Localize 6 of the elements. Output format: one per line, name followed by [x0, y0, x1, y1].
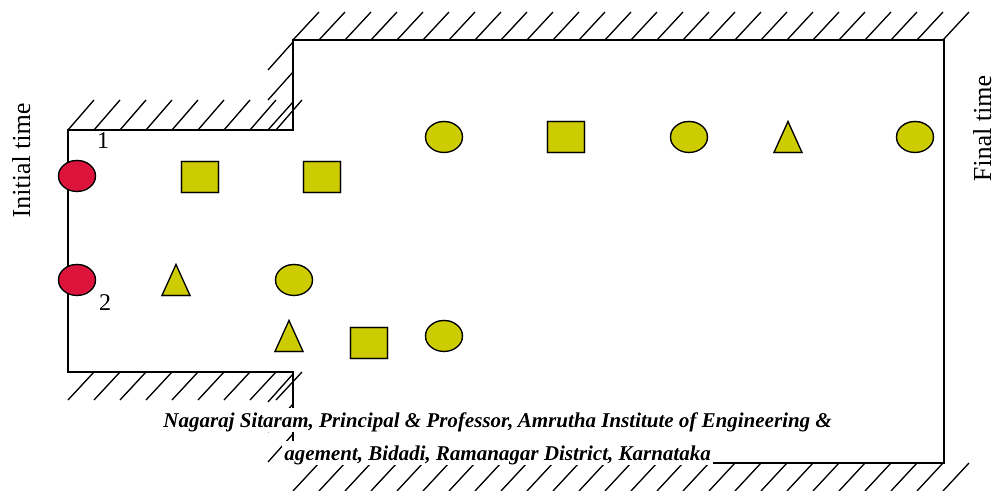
particle-number: 2: [99, 291, 111, 315]
credit-text: Nagaraj Sitaram, Principal & Professor, Amrutha Institute of Engineering &: [161, 408, 834, 432]
credit-text: agement, Bidadi, Ramanagar District, Karnataka: [282, 441, 713, 465]
particle-number: 1: [97, 129, 109, 153]
axis-label: Final time: [970, 74, 995, 182]
axis-label: Initial time: [9, 102, 35, 218]
